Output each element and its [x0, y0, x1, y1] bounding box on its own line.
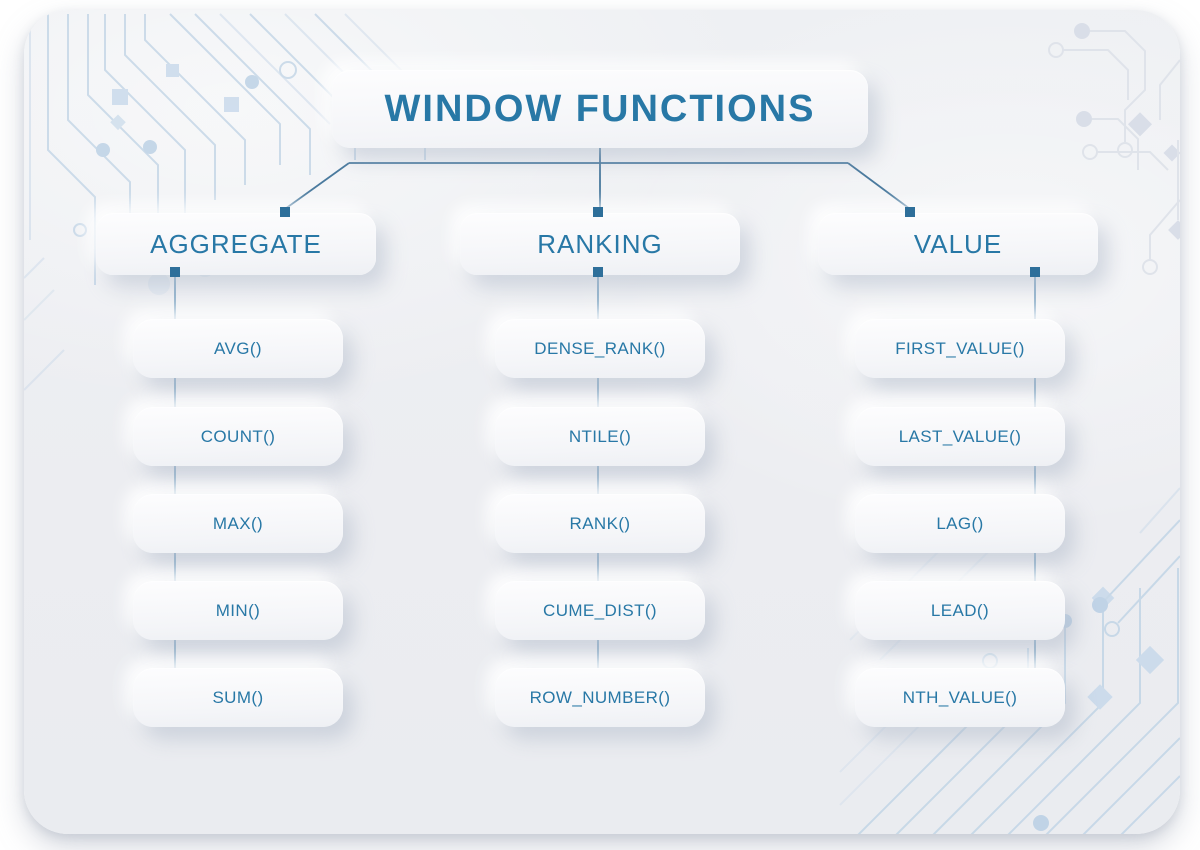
- function-label: ROW_NUMBER(): [529, 687, 671, 707]
- function-box-rank: RANK(): [495, 494, 705, 553]
- function-label: MIN(): [215, 600, 261, 620]
- main-card: WINDOW FUNCTIONS AGGREGATE RANKING VALUE…: [24, 10, 1180, 834]
- title-box: WINDOW FUNCTIONS: [332, 70, 868, 148]
- function-label: CUME_DIST(): [543, 600, 657, 620]
- function-box-first-value: FIRST_VALUE(): [855, 319, 1065, 378]
- function-label: DENSE_RANK(): [534, 338, 666, 358]
- category-box-aggregate: AGGREGATE: [96, 213, 376, 275]
- function-box-sum: SUM(): [133, 668, 343, 727]
- function-box-avg: AVG(): [133, 319, 343, 378]
- category-box-value: VALUE: [818, 213, 1098, 275]
- function-box-ntile: NTILE(): [495, 407, 705, 466]
- function-label: LEAD(): [930, 600, 990, 620]
- function-label: LAG(): [936, 513, 984, 533]
- function-label: LAST_VALUE(): [898, 426, 1022, 446]
- function-box-dense-rank: DENSE_RANK(): [495, 319, 705, 378]
- function-label: AVG(): [214, 338, 262, 358]
- function-label: NTILE(): [568, 426, 632, 446]
- function-box-last-value: LAST_VALUE(): [855, 407, 1065, 466]
- function-label: NTH_VALUE(): [902, 687, 1018, 707]
- function-box-lag: LAG(): [855, 494, 1065, 553]
- function-box-max: MAX(): [133, 494, 343, 553]
- function-box-min: MIN(): [133, 581, 343, 640]
- function-label: SUM(): [212, 687, 264, 707]
- title-label: WINDOW FUNCTIONS: [384, 87, 816, 130]
- function-box-cume-dist: CUME_DIST(): [495, 581, 705, 640]
- category-label: AGGREGATE: [150, 228, 322, 259]
- function-label: FIRST_VALUE(): [895, 338, 1025, 358]
- function-box-count: COUNT(): [133, 407, 343, 466]
- function-label: COUNT(): [200, 426, 276, 446]
- category-box-ranking: RANKING: [460, 213, 740, 275]
- function-label: MAX(): [212, 513, 264, 533]
- function-box-nth-value: NTH_VALUE(): [855, 668, 1065, 727]
- function-label: RANK(): [569, 513, 631, 533]
- tree-branch-lines: [284, 148, 911, 210]
- function-box-row-number: ROW_NUMBER(): [495, 668, 705, 727]
- category-label: RANKING: [537, 228, 663, 259]
- function-box-lead: LEAD(): [855, 581, 1065, 640]
- category-label: VALUE: [913, 228, 1003, 259]
